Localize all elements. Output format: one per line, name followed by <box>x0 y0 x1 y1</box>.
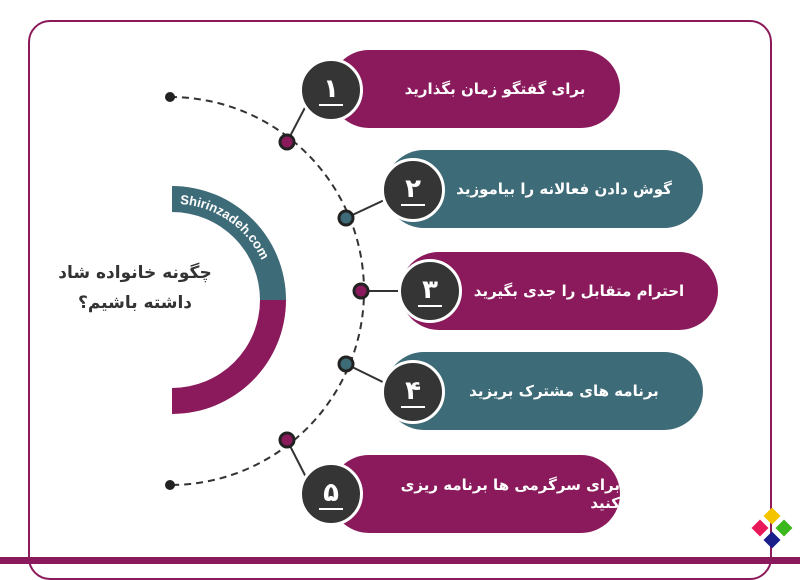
diagram-title: چگونه خانواده شاد داشته باشیم؟ <box>40 258 230 318</box>
end-dot <box>165 480 175 490</box>
step-1-label: برای گفتگو زمان بگذارید <box>404 80 586 98</box>
node-dot-5 <box>278 431 296 449</box>
node-dot-2 <box>337 209 355 227</box>
title-line-1: چگونه خانواده شاد <box>58 263 212 283</box>
step-4-label: برنامه های مشترک بریزید <box>469 382 659 400</box>
puzzle-logo-icon <box>751 508 793 549</box>
teal-half-ring <box>172 186 286 300</box>
step-3-number: ۳ <box>398 259 462 323</box>
step-1-pill: برای گفتگو زمان بگذارید <box>330 50 620 128</box>
step-5-label: برای سرگرمی ها برنامه ریزی کنید <box>400 476 620 512</box>
step-2-label: گوش دادن فعالانه را بیاموزید <box>456 180 672 198</box>
node-dot-3 <box>352 282 370 300</box>
step-5-number: ۵ <box>299 462 363 526</box>
step-1-number: ۱ <box>299 58 363 122</box>
step-5-pill: برای سرگرمی ها برنامه ریزی کنید <box>330 455 620 533</box>
step-3-label: احترام متقابل را جدی بگیرید <box>473 282 685 300</box>
node-dot-4 <box>337 355 355 373</box>
step-4-number: ۴ <box>381 360 445 424</box>
node-dot-1 <box>278 133 296 151</box>
start-dot <box>165 92 175 102</box>
title-line-2: داشته باشیم؟ <box>77 293 193 313</box>
step-2-number: ۲ <box>381 158 445 222</box>
purple-half-ring <box>172 300 286 414</box>
bottom-bar <box>0 557 800 564</box>
